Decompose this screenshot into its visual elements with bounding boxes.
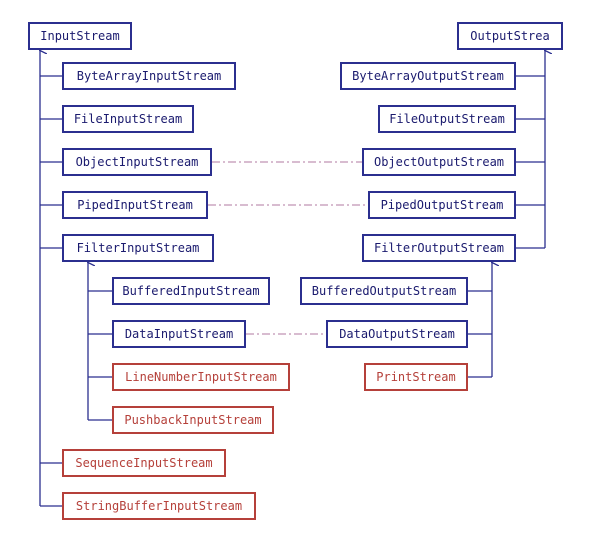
node-inputstream: InputStream (28, 22, 132, 50)
node-linenumberinputstream: LineNumberInputStream (112, 363, 290, 391)
node-dataoutputstream: DataOutputStream (326, 320, 468, 348)
node-bytearrayinputstream: ByteArrayInputStream (62, 62, 236, 90)
node-pipedinputstream: PipedInputStream (62, 191, 208, 219)
node-objectoutputstream: ObjectOutputStream (362, 148, 516, 176)
node-bytearrayoutputstream: ByteArrayOutputStream (340, 62, 516, 90)
node-filterinputstream: FilterInputStream (62, 234, 214, 262)
node-printstream: PrintStream (364, 363, 468, 391)
node-pipedoutputstream: PipedOutputStream (368, 191, 516, 219)
node-sequenceinputstream: SequenceInputStream (62, 449, 226, 477)
node-outputstream: OutputStrea (457, 22, 563, 50)
node-fileoutputstream: FileOutputStream (378, 105, 516, 133)
node-fileinputstream: FileInputStream (62, 105, 194, 133)
node-bufferedinputstream: BufferedInputStream (112, 277, 270, 305)
node-datainputstream: DataInputStream (112, 320, 246, 348)
node-objectinputstream: ObjectInputStream (62, 148, 212, 176)
node-pushbackinputstream: PushbackInputStream (112, 406, 274, 434)
node-stringbufferinputstream: StringBufferInputStream (62, 492, 256, 520)
node-bufferedoutputstream: BufferedOutputStream (300, 277, 468, 305)
node-filteroutputstream: FilterOutputStream (362, 234, 516, 262)
